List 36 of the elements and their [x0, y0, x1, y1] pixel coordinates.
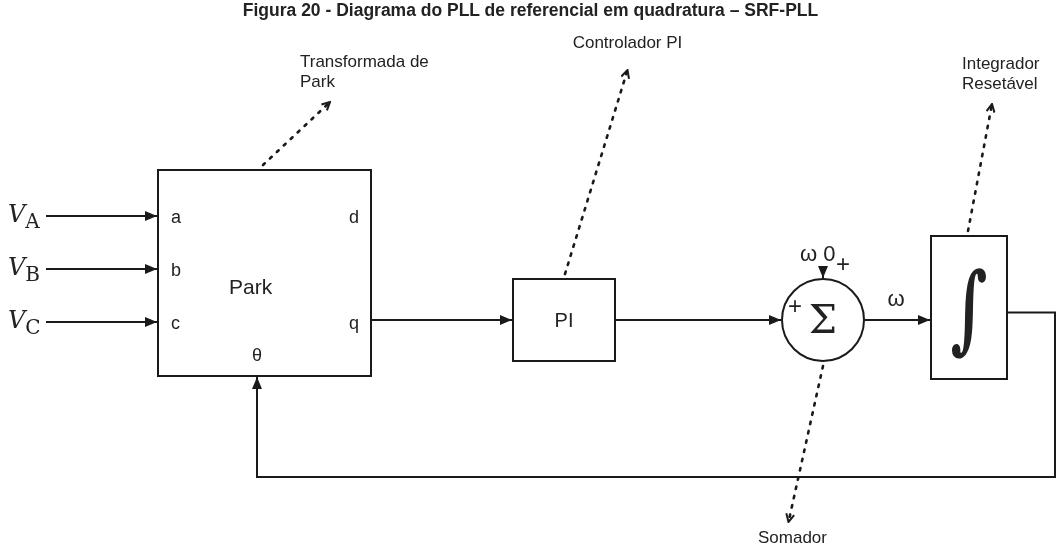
pi-controller-block — [512, 278, 616, 362]
port-label: d — [349, 207, 359, 228]
input-signal-label: V$_{A}$ — [8, 199, 40, 233]
annotation-text: Controlador PI — [572, 32, 683, 54]
block-label: PI — [554, 308, 574, 332]
leader-line — [966, 102, 996, 233]
leader-line — [563, 68, 630, 276]
sigma-symbol: Σ — [808, 296, 838, 343]
input-signal-label: V$_{B}$ — [8, 252, 41, 286]
signal-arrow — [252, 311, 1056, 478]
signal-arrow — [818, 266, 828, 279]
signal-arrow — [45, 211, 158, 221]
leader-line — [261, 100, 332, 167]
annotation-text: Transformada de Park — [300, 51, 430, 93]
port-label: a — [171, 207, 181, 228]
block-label: Park — [229, 275, 273, 300]
port-label: c — [171, 313, 180, 334]
integral-symbol: ∫ — [950, 252, 988, 363]
signal-arrow — [864, 315, 931, 325]
signal-arrow — [45, 317, 158, 327]
sign-label: + — [788, 292, 802, 320]
park-transform-block — [157, 169, 372, 377]
leader-line — [785, 364, 825, 524]
input-signal-label: V$_{C}$ — [8, 305, 41, 339]
port-label: θ — [252, 345, 262, 366]
port-label: q — [349, 313, 359, 334]
signal-arrow — [371, 315, 513, 325]
annotation-text: Somador — [758, 527, 827, 549]
signal-arrow — [45, 264, 158, 274]
integrator-block — [930, 235, 1008, 380]
signal-arrow — [615, 315, 782, 325]
sign-label: + — [836, 250, 850, 278]
port-label: b — [171, 260, 181, 281]
reference-frequency-label: ω 0 — [800, 240, 836, 268]
annotation-text: Integrador Resetável — [962, 53, 1041, 95]
figure-title: Figura 20 - Diagrama do PLL de referencial em quadratura – SRF-PLL — [241, 0, 820, 20]
